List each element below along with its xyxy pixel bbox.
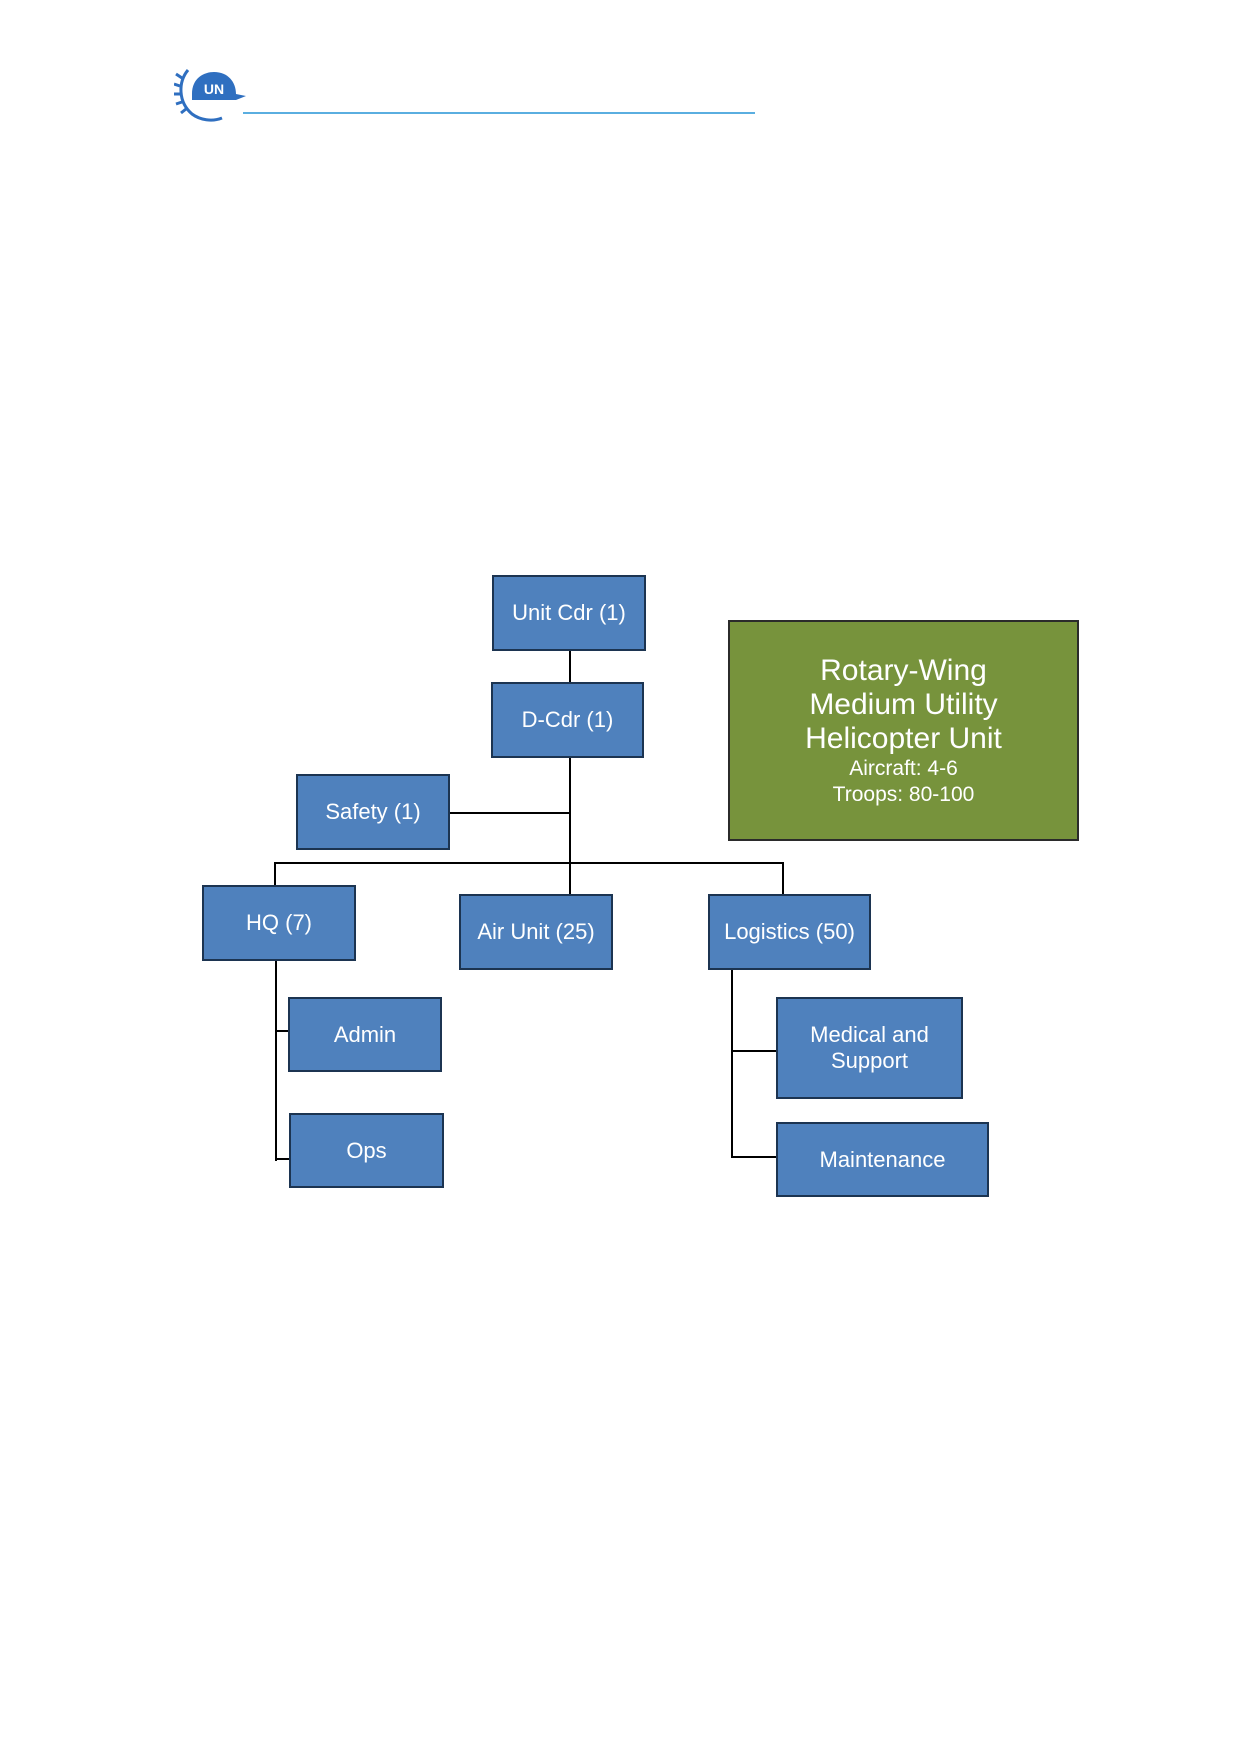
summary-aircraft: Aircraft: 4-6 bbox=[849, 756, 958, 780]
node-unit-cdr: Unit Cdr (1) bbox=[492, 575, 646, 651]
node-maintenance: Maintenance bbox=[776, 1122, 989, 1197]
connector-admin bbox=[275, 1030, 289, 1032]
connector-to-logistics bbox=[782, 862, 784, 897]
connector-maintenance bbox=[731, 1156, 777, 1158]
connector-hq-children bbox=[275, 961, 277, 1161]
connector-to-hq bbox=[274, 862, 276, 888]
connector-ops bbox=[275, 1158, 291, 1160]
connector-logistics-children bbox=[731, 968, 733, 1158]
unit-summary-box: Rotary-Wing Medium Utility Helicopter Un… bbox=[728, 620, 1079, 841]
summary-title-line1: Rotary-Wing bbox=[820, 653, 987, 687]
medical-support-line1: Medical and bbox=[810, 1022, 929, 1047]
connector-branch-bar bbox=[274, 862, 784, 864]
medical-support-line2: Support bbox=[830, 1048, 909, 1073]
node-d-cdr: D-Cdr (1) bbox=[491, 682, 644, 758]
header-rule bbox=[243, 112, 755, 114]
node-hq: HQ (7) bbox=[202, 885, 356, 961]
connector-unitcdr-dcdr bbox=[569, 651, 571, 686]
node-medical-support: Medical and Support bbox=[776, 997, 963, 1099]
node-safety: Safety (1) bbox=[296, 774, 450, 850]
summary-title-line2: Medium Utility bbox=[809, 687, 998, 721]
node-logistics: Logistics (50) bbox=[708, 894, 871, 970]
connector-safety bbox=[450, 812, 570, 814]
un-logo: UN bbox=[174, 69, 246, 122]
connector-medical bbox=[731, 1050, 777, 1052]
node-ops: Ops bbox=[289, 1113, 444, 1188]
summary-troops: Troops: 80-100 bbox=[832, 782, 975, 806]
node-air-unit: Air Unit (25) bbox=[459, 894, 613, 970]
node-admin: Admin bbox=[288, 997, 442, 1072]
logo-text: UN bbox=[204, 81, 224, 97]
summary-title-line3: Helicopter Unit bbox=[805, 721, 1002, 755]
connector-dcdr-trunk bbox=[569, 758, 571, 897]
